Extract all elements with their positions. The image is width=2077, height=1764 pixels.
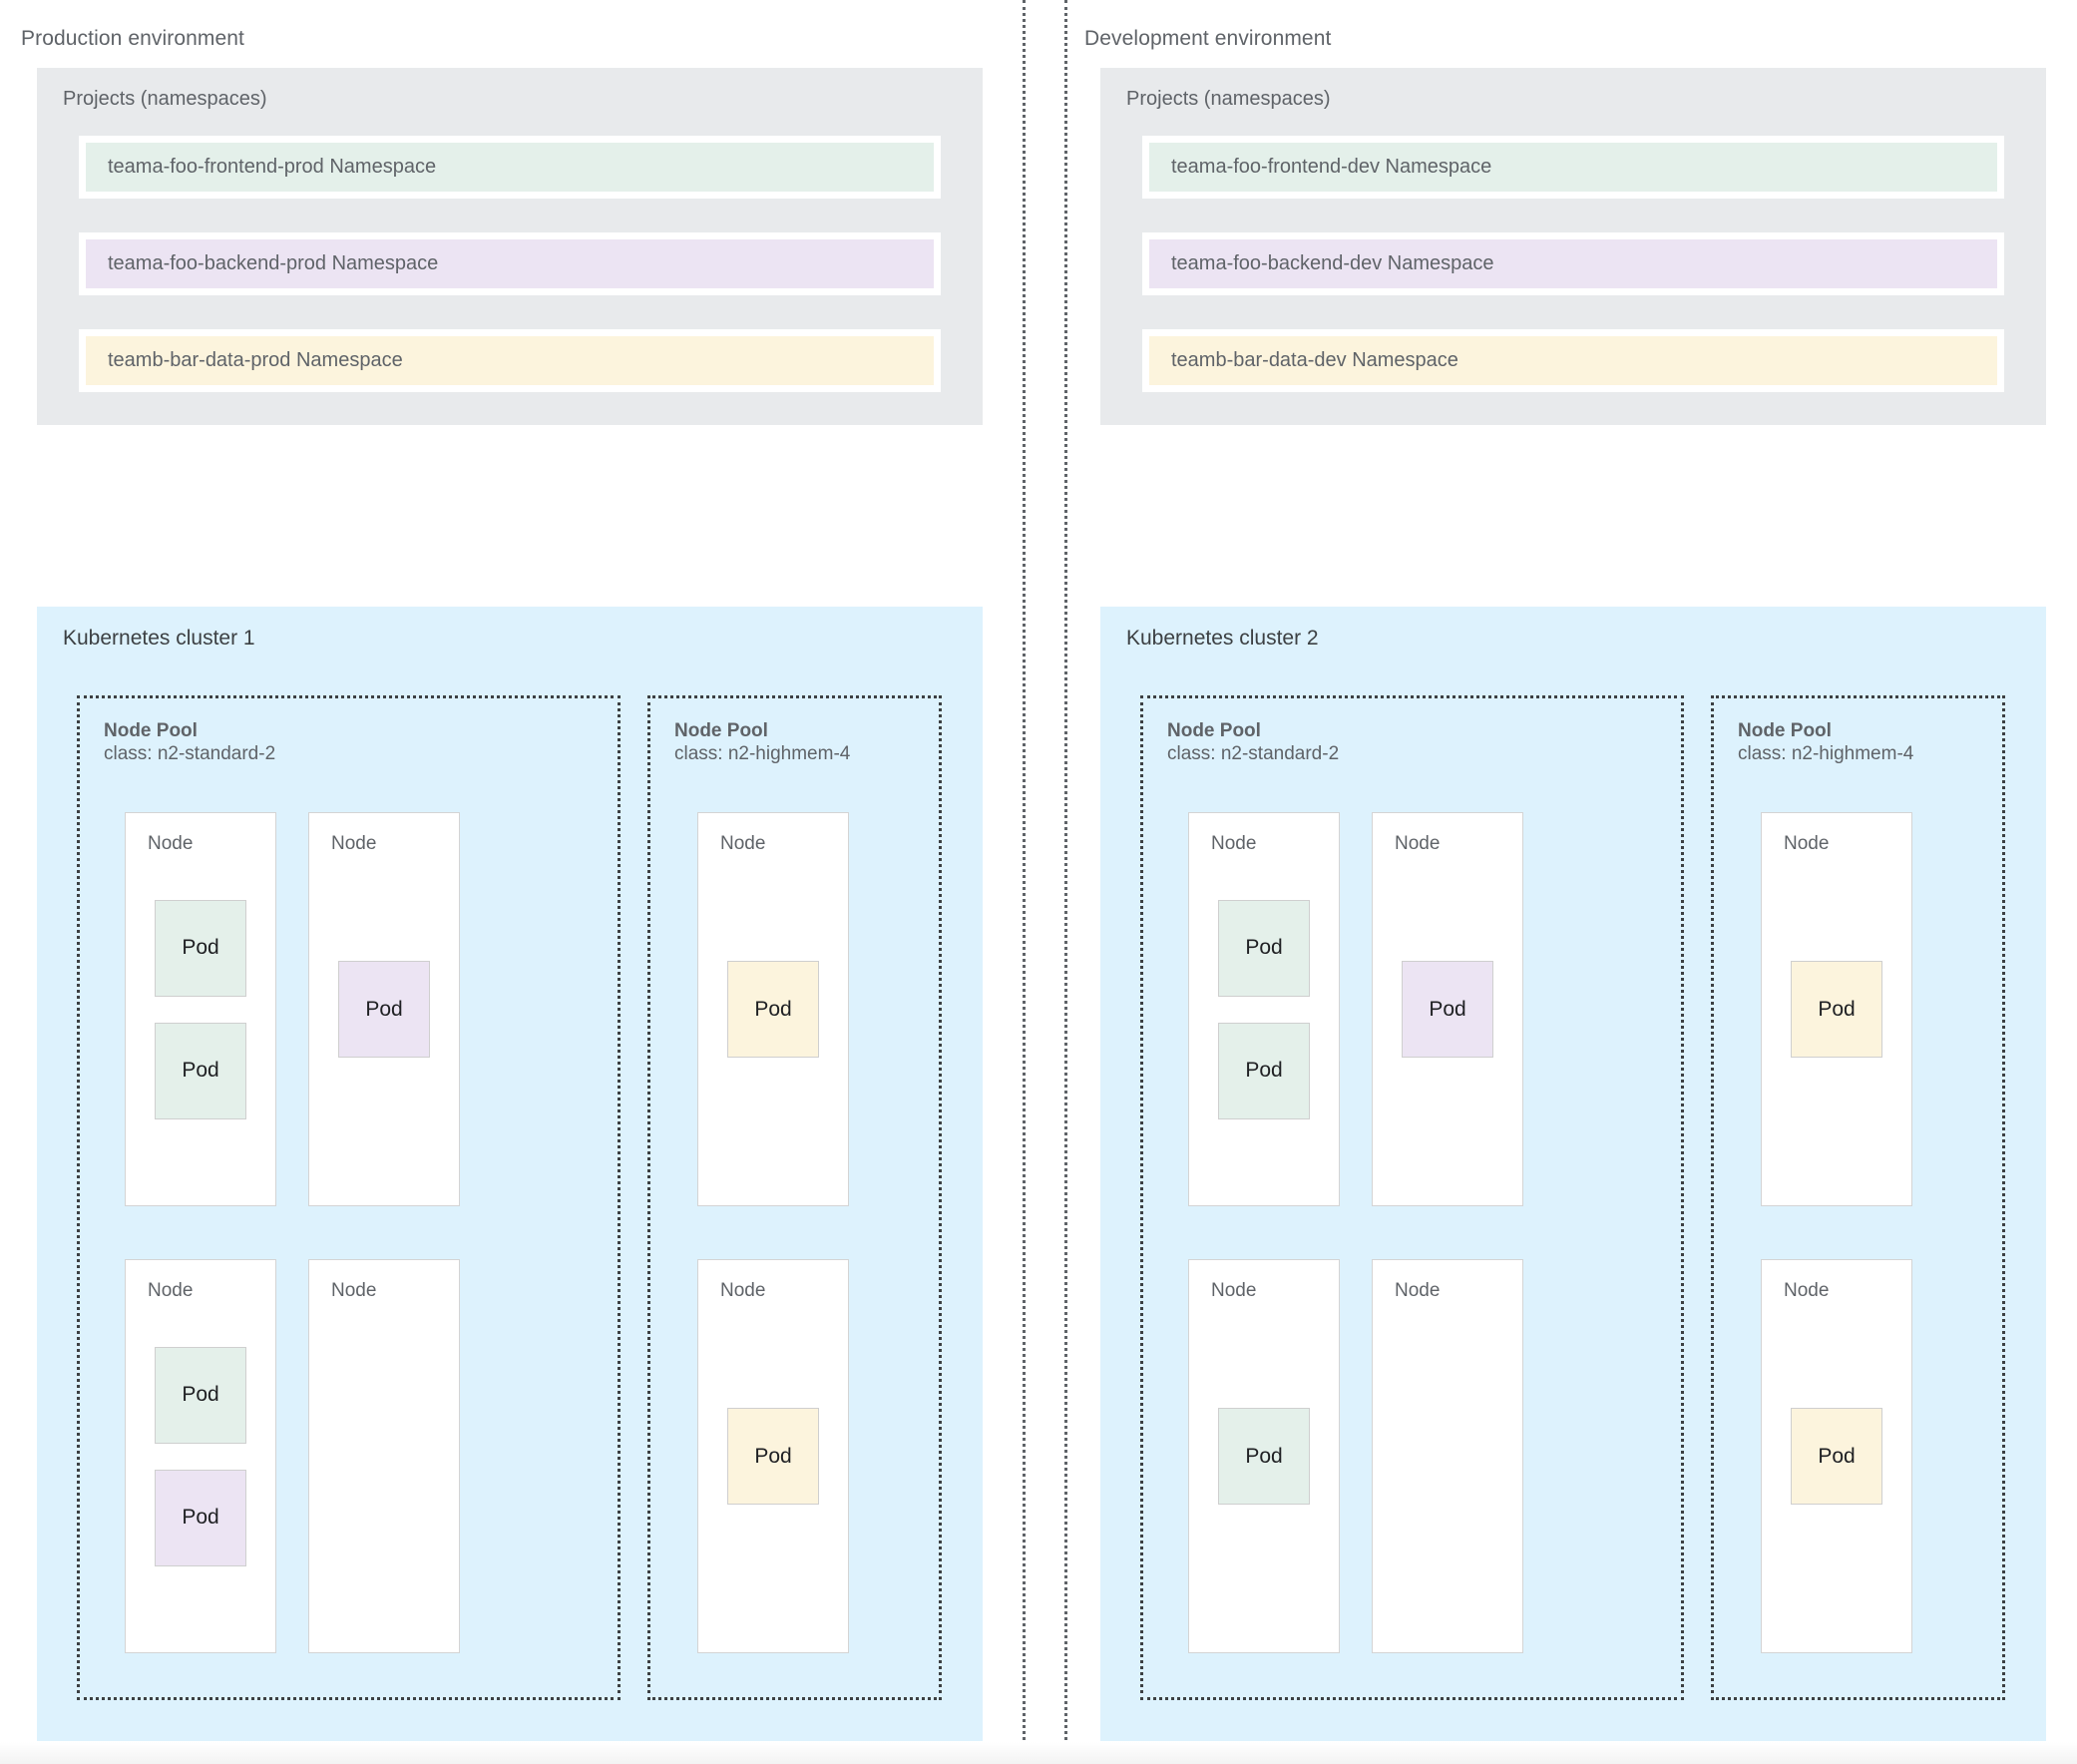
node-label: Node xyxy=(1211,833,1257,854)
node-label: Node xyxy=(720,833,766,854)
projects-panel-title: Projects (namespaces) xyxy=(1126,88,1331,110)
pod[interactable]: Pod xyxy=(1402,961,1493,1058)
node-label: Node xyxy=(1395,1280,1441,1301)
cluster-title: Kubernetes cluster 2 xyxy=(1126,627,1319,650)
environment-divider-left xyxy=(1023,0,1026,1764)
node-pool-class: class: n2-standard-2 xyxy=(104,743,276,765)
namespace-label: teama-foo-frontend-prod Namespace xyxy=(108,156,437,178)
node-label: Node xyxy=(1211,1280,1257,1301)
node-label: Node xyxy=(720,1280,766,1301)
namespace-band[interactable]: teamb-bar-data-prod Namespace xyxy=(79,329,941,392)
namespace-band[interactable]: teama-foo-frontend-dev Namespace xyxy=(1142,136,2004,199)
node-label: Node xyxy=(148,1280,194,1301)
node-pod-list: Pod xyxy=(309,813,459,1205)
pod[interactable]: Pod xyxy=(1218,1408,1310,1505)
page-bottom-fade xyxy=(0,1742,2077,1764)
namespace-label: teama-foo-backend-prod Namespace xyxy=(108,252,439,274)
node-pool-name: Node Pool xyxy=(104,720,198,741)
node-pod-list: Pod xyxy=(1373,813,1522,1205)
pod[interactable]: Pod xyxy=(155,1022,246,1119)
pod[interactable]: Pod xyxy=(155,1346,246,1444)
node-pod-list xyxy=(309,1260,459,1652)
node-label: Node xyxy=(331,1280,377,1301)
pod[interactable]: Pod xyxy=(155,1469,246,1566)
projects-panel-title: Projects (namespaces) xyxy=(63,88,267,110)
pod[interactable]: Pod xyxy=(338,961,430,1058)
node-pool-class: class: n2-highmem-4 xyxy=(674,743,851,765)
environment-title: Development environment xyxy=(1084,27,1332,50)
node-pod-list: Pod xyxy=(1189,1260,1339,1652)
namespace-label: teama-foo-frontend-dev Namespace xyxy=(1171,156,1492,178)
node-label: Node xyxy=(148,833,194,854)
pod[interactable]: Pod xyxy=(1791,961,1882,1058)
pod[interactable]: Pod xyxy=(727,1408,819,1505)
projects-panel: Projects (namespaces) teama-foo-frontend-… xyxy=(37,68,983,425)
namespace-band[interactable]: teama-foo-backend-prod Namespace xyxy=(79,232,941,295)
namespace-label: teamb-bar-data-dev Namespace xyxy=(1171,349,1458,371)
pod[interactable]: Pod xyxy=(1218,899,1310,997)
node-pod-list: Pod xyxy=(698,813,848,1205)
node-pool-class: class: n2-highmem-4 xyxy=(1738,743,1914,765)
node-pod-list: Pod xyxy=(698,1260,848,1652)
namespace-band[interactable]: teama-foo-frontend-prod Namespace xyxy=(79,136,941,199)
environment-divider-right xyxy=(1064,0,1067,1764)
node-pool-name: Node Pool xyxy=(1738,720,1832,741)
node-pod-list xyxy=(1373,1260,1522,1652)
node-pool-name: Node Pool xyxy=(1167,720,1261,741)
node-pod-list: Pod xyxy=(1762,813,1911,1205)
node-card[interactable]: Node xyxy=(308,1259,460,1653)
namespace-label: teama-foo-backend-dev Namespace xyxy=(1171,252,1494,274)
namespace-label: teamb-bar-data-prod Namespace xyxy=(108,349,403,371)
cluster-title: Kubernetes cluster 1 xyxy=(63,627,255,650)
node-label: Node xyxy=(1784,1280,1830,1301)
node-label: Node xyxy=(331,833,377,854)
environment-title: Production environment xyxy=(21,27,244,50)
namespace-band[interactable]: teamb-bar-data-dev Namespace xyxy=(1142,329,2004,392)
projects-panel: Projects (namespaces) teama-foo-frontend-… xyxy=(1100,68,2046,425)
node-label: Node xyxy=(1395,833,1441,854)
node-pod-list: Pod xyxy=(1762,1260,1911,1652)
pod[interactable]: Pod xyxy=(155,899,246,997)
pod[interactable]: Pod xyxy=(1218,1022,1310,1119)
pod[interactable]: Pod xyxy=(1791,1408,1882,1505)
node-pool-name: Node Pool xyxy=(674,720,768,741)
node-label: Node xyxy=(1784,833,1830,854)
node-card[interactable]: Node xyxy=(1372,1259,1523,1653)
namespace-band[interactable]: teama-foo-backend-dev Namespace xyxy=(1142,232,2004,295)
pod[interactable]: Pod xyxy=(727,961,819,1058)
node-pool-class: class: n2-standard-2 xyxy=(1167,743,1340,765)
